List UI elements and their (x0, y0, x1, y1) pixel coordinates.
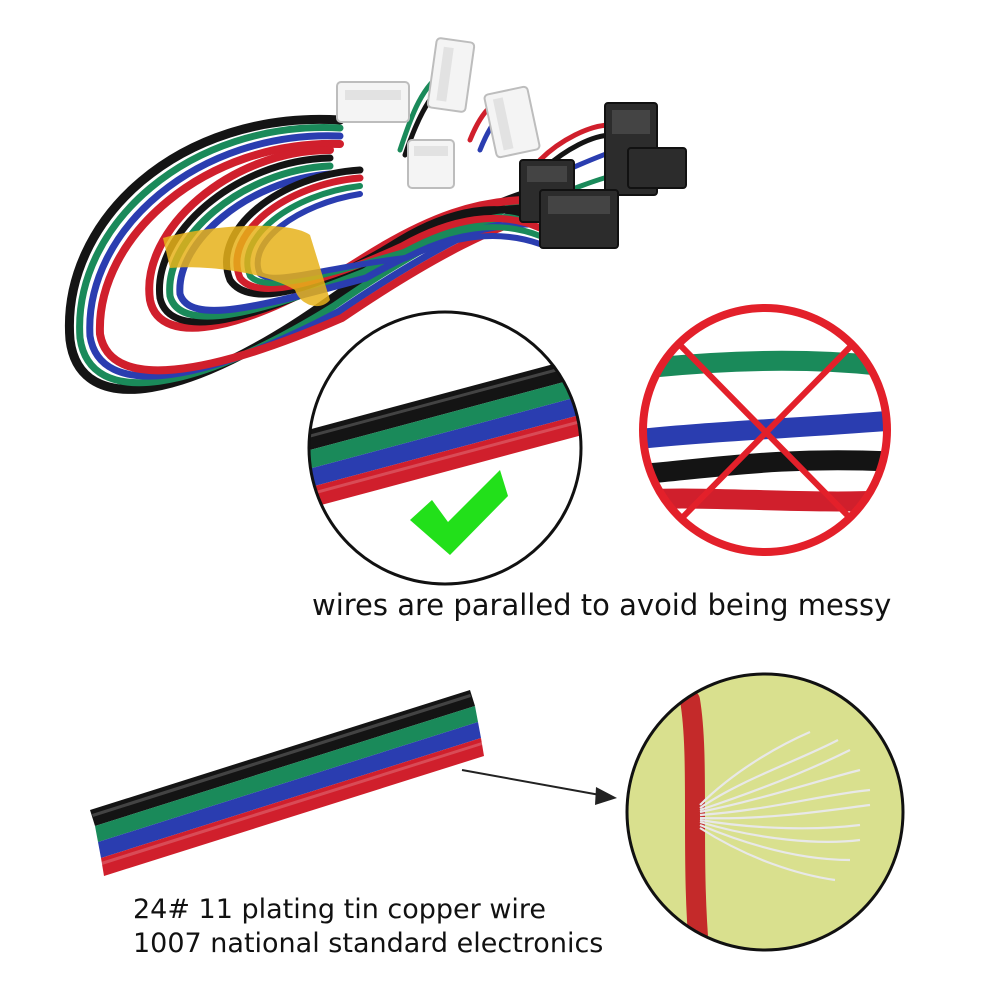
dupont-connector-4 (627, 147, 687, 189)
parallel-wires-good-example (307, 310, 583, 586)
messy-wires-bad-example (639, 304, 891, 556)
cross-icon (677, 342, 855, 523)
tinned-copper-strand-closeup (625, 672, 905, 952)
dupont-connector-3 (539, 189, 619, 249)
jst-connector-2 (426, 37, 476, 113)
jst-connector-3 (483, 85, 541, 159)
parallel-wires-caption: wires are paralled to avoid being messy (312, 588, 892, 622)
wire-spec-line-2: 1007 national standard electronics (133, 928, 604, 959)
rubber-band (163, 225, 330, 307)
jst-connector-4 (407, 139, 455, 189)
jst-connector-1 (336, 81, 410, 123)
flat-ribbon-cable (90, 690, 484, 876)
checkmark-icon (410, 470, 508, 555)
copper-strands (699, 730, 871, 882)
pointer-arrow (461, 769, 617, 805)
wire-spec-line-1: 24# 11 plating tin copper wire (133, 894, 547, 925)
